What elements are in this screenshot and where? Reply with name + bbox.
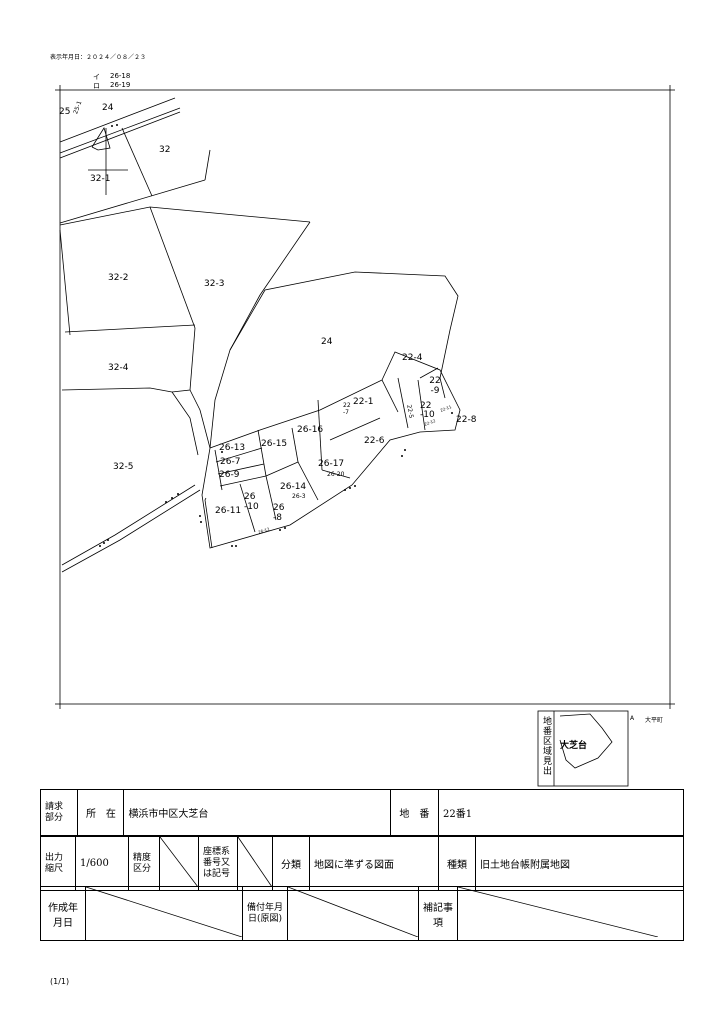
location-value: 横浜市中区大芝台 — [123, 789, 391, 836]
map-frame — [59, 89, 671, 705]
ref-parcel-top: 26-18 — [110, 72, 131, 80]
accuracy-slash — [159, 836, 199, 888]
ref-mark-top: イ — [93, 73, 100, 81]
parcel-32-2: 32-2 — [108, 273, 129, 283]
parcel-32-1: 32-1 — [90, 174, 111, 184]
index-map-area: 大芝台 — [560, 741, 588, 751]
parcel-26-10: 26 -10 — [244, 492, 259, 512]
parcel-26-16: 26-16 — [297, 425, 324, 435]
parcel-22-10: 22 -10 — [420, 401, 435, 420]
location-label: 所 在 — [77, 789, 125, 836]
parcel-26-8: 26 -8 — [273, 503, 285, 523]
parcel-22-9: 22 -9 — [429, 376, 441, 396]
page-indicator: (1/1) — [50, 977, 70, 986]
lot-value: 22番1 — [437, 789, 685, 836]
parcel-22-7: 22 -7 — [343, 402, 351, 416]
parcel-22-6: 22-6 — [364, 436, 385, 446]
parcel-32-3: 32-3 — [204, 279, 225, 289]
parcel-26-11: 26-11 — [215, 506, 242, 516]
coord-slash — [237, 836, 273, 888]
notes-slash — [457, 886, 659, 938]
index-map-title: 地番区域見出 — [541, 716, 551, 776]
parcel-26-15: 26-15 — [261, 439, 288, 449]
scale-value: 1/600 — [75, 836, 129, 891]
parcel-26-9: 26-9 — [219, 470, 240, 480]
parcel-22-4: 22-4 — [402, 353, 423, 363]
info-table: 請求部分 所 在 横浜市中区大芝台 地 番 22番1 — [39, 789, 685, 836]
ref-mark-bottom: ロ — [93, 82, 100, 90]
parcel-24-top: 24 — [102, 103, 114, 113]
parcel-26-14: 26-14 — [280, 482, 307, 492]
category-value: 地図に準ずる図面 — [309, 836, 439, 891]
category-label: 分類 — [272, 836, 310, 891]
lot-label: 地 番 — [389, 789, 439, 836]
coord-label: 座標系番号又は記号 — [198, 836, 238, 891]
remarks-slash — [287, 886, 419, 938]
kind-label: 種類 — [438, 836, 476, 891]
created-label: 作成年月日 — [40, 886, 86, 941]
index-map-neighbor: 大平町 — [645, 717, 664, 724]
display-date: 表示年月日：２０２４／０８／２３ — [50, 54, 147, 61]
parcel-26-3: 26-3 — [292, 493, 306, 500]
parcel-32-4: 32-4 — [108, 363, 129, 373]
parcel-26-20: 26-20 — [327, 471, 345, 478]
remarks-value — [287, 886, 419, 941]
scale-label: 出力縮尺 — [40, 836, 76, 891]
notes-value — [457, 886, 684, 941]
parcel-26-17: 26-17 — [318, 459, 345, 469]
requester-label: 請求部分 — [39, 789, 79, 836]
parcel-26-13: 26-13 — [219, 443, 246, 453]
kind-value: 旧土地台帳附属地図 — [475, 836, 684, 891]
parcel-26-7: 26-7 — [220, 457, 241, 467]
parcel-25: 25 — [59, 107, 71, 117]
parcel-32: 32 — [159, 145, 171, 155]
notes-label: 補記事項 — [418, 886, 458, 941]
coord-value — [237, 836, 273, 891]
created-slash — [85, 886, 243, 938]
parcel-32-5: 32-5 — [113, 462, 134, 472]
accuracy-label: 精度区分 — [128, 836, 160, 891]
parcel-22-1: 22-1 — [353, 397, 374, 407]
created-value — [85, 886, 243, 941]
accuracy-value — [159, 836, 199, 891]
parcel-22-8: 22-8 — [456, 415, 477, 425]
parcel-24-main: 24 — [321, 337, 333, 347]
ref-parcel-bottom: 26-19 — [110, 81, 131, 89]
info-table-row2: 出力縮尺 1/600 精度区分 座標系番号又は記号 分類 地図に準ずる図面 種類… — [40, 836, 684, 891]
info-table-row3: 作成年月日 備付年月日(原図) 補記事項 — [40, 886, 684, 941]
index-map-neighbor-mark: A — [630, 715, 635, 722]
remarks-label: 備付年月日(原図) — [242, 886, 288, 941]
